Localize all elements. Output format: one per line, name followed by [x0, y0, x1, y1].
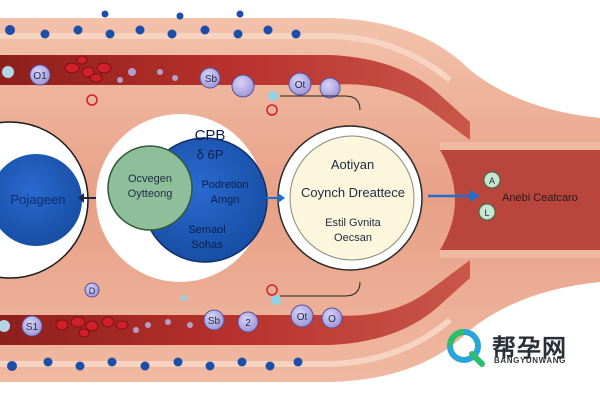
- cyan-markers: [181, 91, 281, 305]
- outlet-marker-label-2: L: [484, 208, 489, 218]
- blue-cell-top-label-2: δ 6P: [196, 147, 224, 162]
- tissue-wall-bottom: [0, 317, 452, 367]
- outlet-label: Anebi Ceatcaro: [502, 192, 578, 204]
- top-rbc-cluster: [64, 55, 112, 83]
- blue-cell-top-label-1: CPB: [194, 127, 226, 144]
- bottom-rbc-cluster: [55, 316, 129, 338]
- top-bubble-label-1: O1: [33, 71, 47, 82]
- arrow-middle: [266, 193, 285, 203]
- brand-logo-icon: [447, 329, 485, 367]
- top-bubble-label-2: Sb: [205, 74, 218, 85]
- right-cell-sub-1: Estil Gvnita: [325, 217, 381, 229]
- blue-cell-mid-label-1: Podretion: [201, 179, 249, 191]
- cluster-green-cell: [107, 145, 193, 231]
- tissue-wall-top: [0, 33, 452, 83]
- left-cell-nucleus: [0, 154, 82, 246]
- small-bubble-label: D: [89, 286, 96, 296]
- top-vessel: [0, 55, 470, 140]
- top-bubble-2: [199, 67, 255, 98]
- green-cell-label-2: Oytteong: [127, 188, 173, 200]
- ring-markers: [86, 94, 278, 296]
- right-cell-title-2: Coynch Dreattece: [300, 185, 406, 200]
- arrow-outlet: [428, 190, 480, 202]
- blue-cell-mid-label-2: Amgn: [210, 194, 240, 206]
- left-cell-label: Pojageen: [10, 192, 66, 207]
- connector-lines: [280, 95, 361, 297]
- top-bubble-3: [2, 66, 341, 99]
- outlet-markers: [478, 171, 501, 221]
- right-cell-title-1: Aotiyan: [330, 157, 375, 172]
- green-cell-label-1: Ocvegen: [127, 173, 173, 185]
- brand-watermark: 帮孕网 BANGYUNWANG: [446, 324, 586, 374]
- bottom-dot-row: [7, 357, 303, 371]
- outlet-marker-label-1: A: [489, 176, 495, 186]
- right-cell-sub-2: Oecsan: [334, 232, 372, 244]
- blue-cell-bottom-label-1: Semaol: [188, 224, 226, 236]
- top-dot-row: [5, 10, 301, 39]
- brand-name-cn: 帮孕网: [492, 334, 567, 362]
- arrow-left: [78, 193, 96, 203]
- bottom-bubble-label-3: 2: [245, 318, 251, 329]
- outlet-duct: [440, 150, 600, 250]
- blue-cell-bottom-label-2: Sohas: [191, 239, 223, 251]
- right-cell-inner: [289, 135, 415, 261]
- top-bubble-label-3: Ot: [295, 80, 306, 91]
- bottom-bubbles: [0, 282, 343, 337]
- bottom-bubble-label-2: Sb: [208, 316, 221, 327]
- brand-name-en: BANGYUNWANG: [494, 356, 566, 365]
- top-bubble-1: [29, 64, 51, 86]
- bottom-bubble-label-4: Ot: [297, 312, 308, 323]
- bottom-bubble-label-5: O: [328, 314, 336, 325]
- bottom-bubble-label-1: S1: [26, 322, 39, 333]
